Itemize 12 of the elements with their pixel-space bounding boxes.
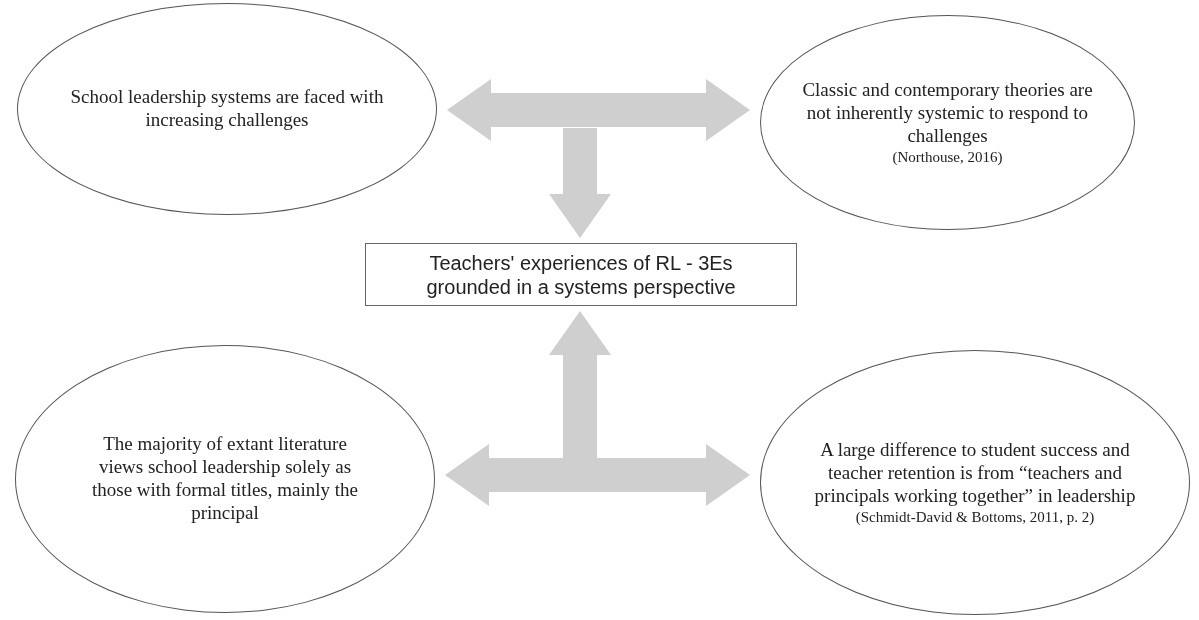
- node-text: A large difference to student success and teacher retention is from “teachers and principals working together” in leadership: [813, 439, 1137, 508]
- block-arrow: [447, 79, 750, 141]
- node-text: Teachers' experiences of RL - 3Es grounded in a systems perspective: [425, 250, 737, 299]
- citation-text: (Schmidt-David & Bottoms, 2011, p. 2): [855, 507, 1095, 526]
- block-arrow: [549, 311, 611, 458]
- block-arrow: [549, 128, 611, 238]
- block-arrow: [445, 444, 750, 506]
- node-text: School leadership systems are faced with increasing challenges: [69, 86, 385, 132]
- citation-text: (Northouse, 2016): [892, 147, 1003, 166]
- text-box: [365, 243, 797, 306]
- node-text: Classic and contemporary theories are not inherently systemic to respond to challenges: [801, 79, 1094, 148]
- node-text: The majority of extant literature views school leadership solely as those with formal titles, mainly the principal: [91, 433, 359, 525]
